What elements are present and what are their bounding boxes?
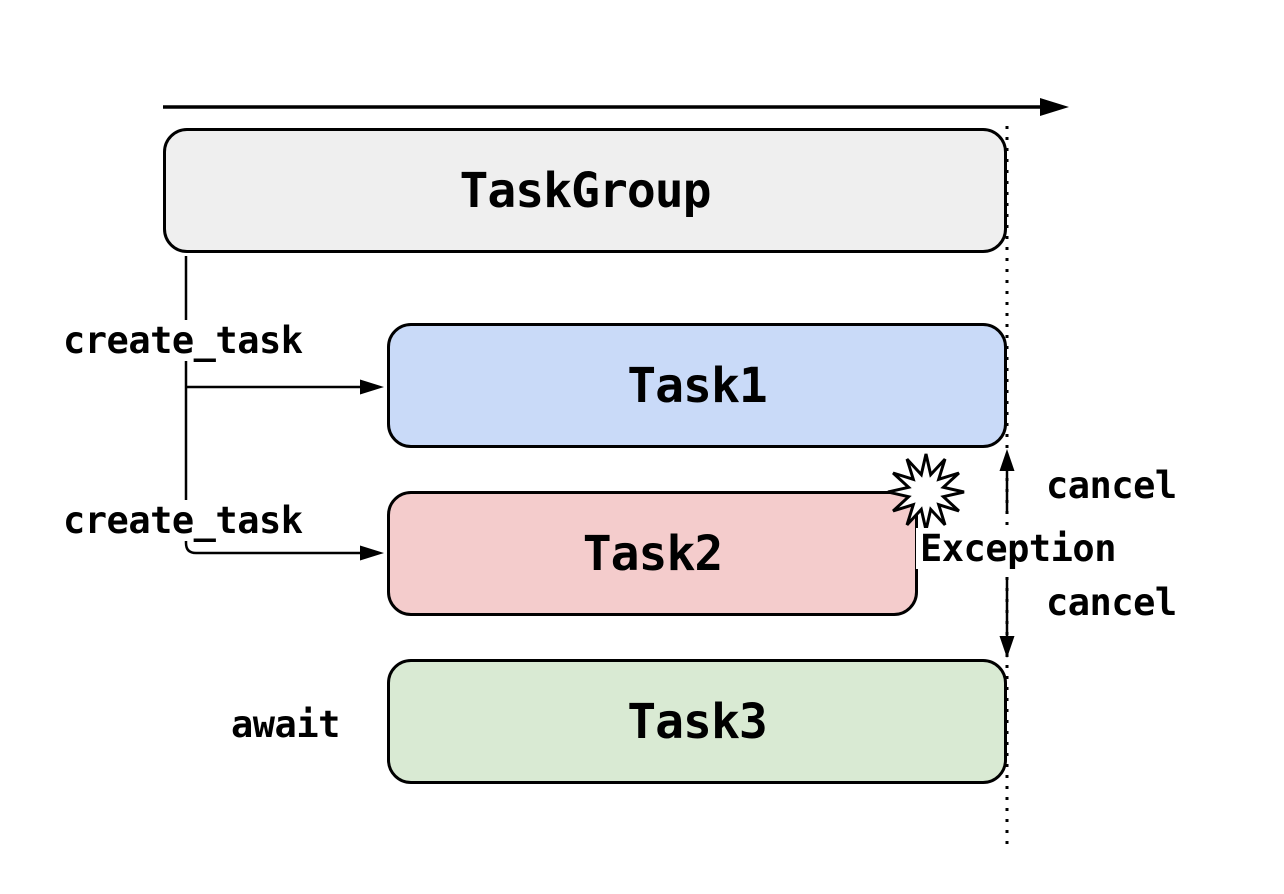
task3-box-label: Task3 (627, 693, 767, 750)
create-task-label-1: create_task (59, 320, 307, 361)
exception-label: Exception (916, 528, 1120, 569)
cancel-label-top: cancel (1046, 464, 1177, 507)
task2-box: Task2 (387, 491, 918, 616)
timeline-arrow (163, 98, 1069, 116)
cancel-down-arrow (999, 577, 1015, 658)
await-label: await (231, 703, 340, 746)
create-task-label-2: create_task (59, 500, 307, 541)
cancel-up-arrow (999, 449, 1015, 513)
task1-box: Task1 (387, 323, 1007, 448)
task1-box-label: Task1 (627, 357, 767, 414)
cancel-label-bottom: cancel (1046, 581, 1177, 624)
task2-box-label: Task2 (582, 525, 723, 582)
create-task-arrow-2 (360, 545, 384, 561)
task3-box: Task3 (387, 659, 1007, 784)
taskgroup-box-label: TaskGroup (459, 162, 711, 219)
taskgroup-box: TaskGroup (163, 128, 1007, 253)
create-task-arrow-1 (186, 379, 384, 395)
